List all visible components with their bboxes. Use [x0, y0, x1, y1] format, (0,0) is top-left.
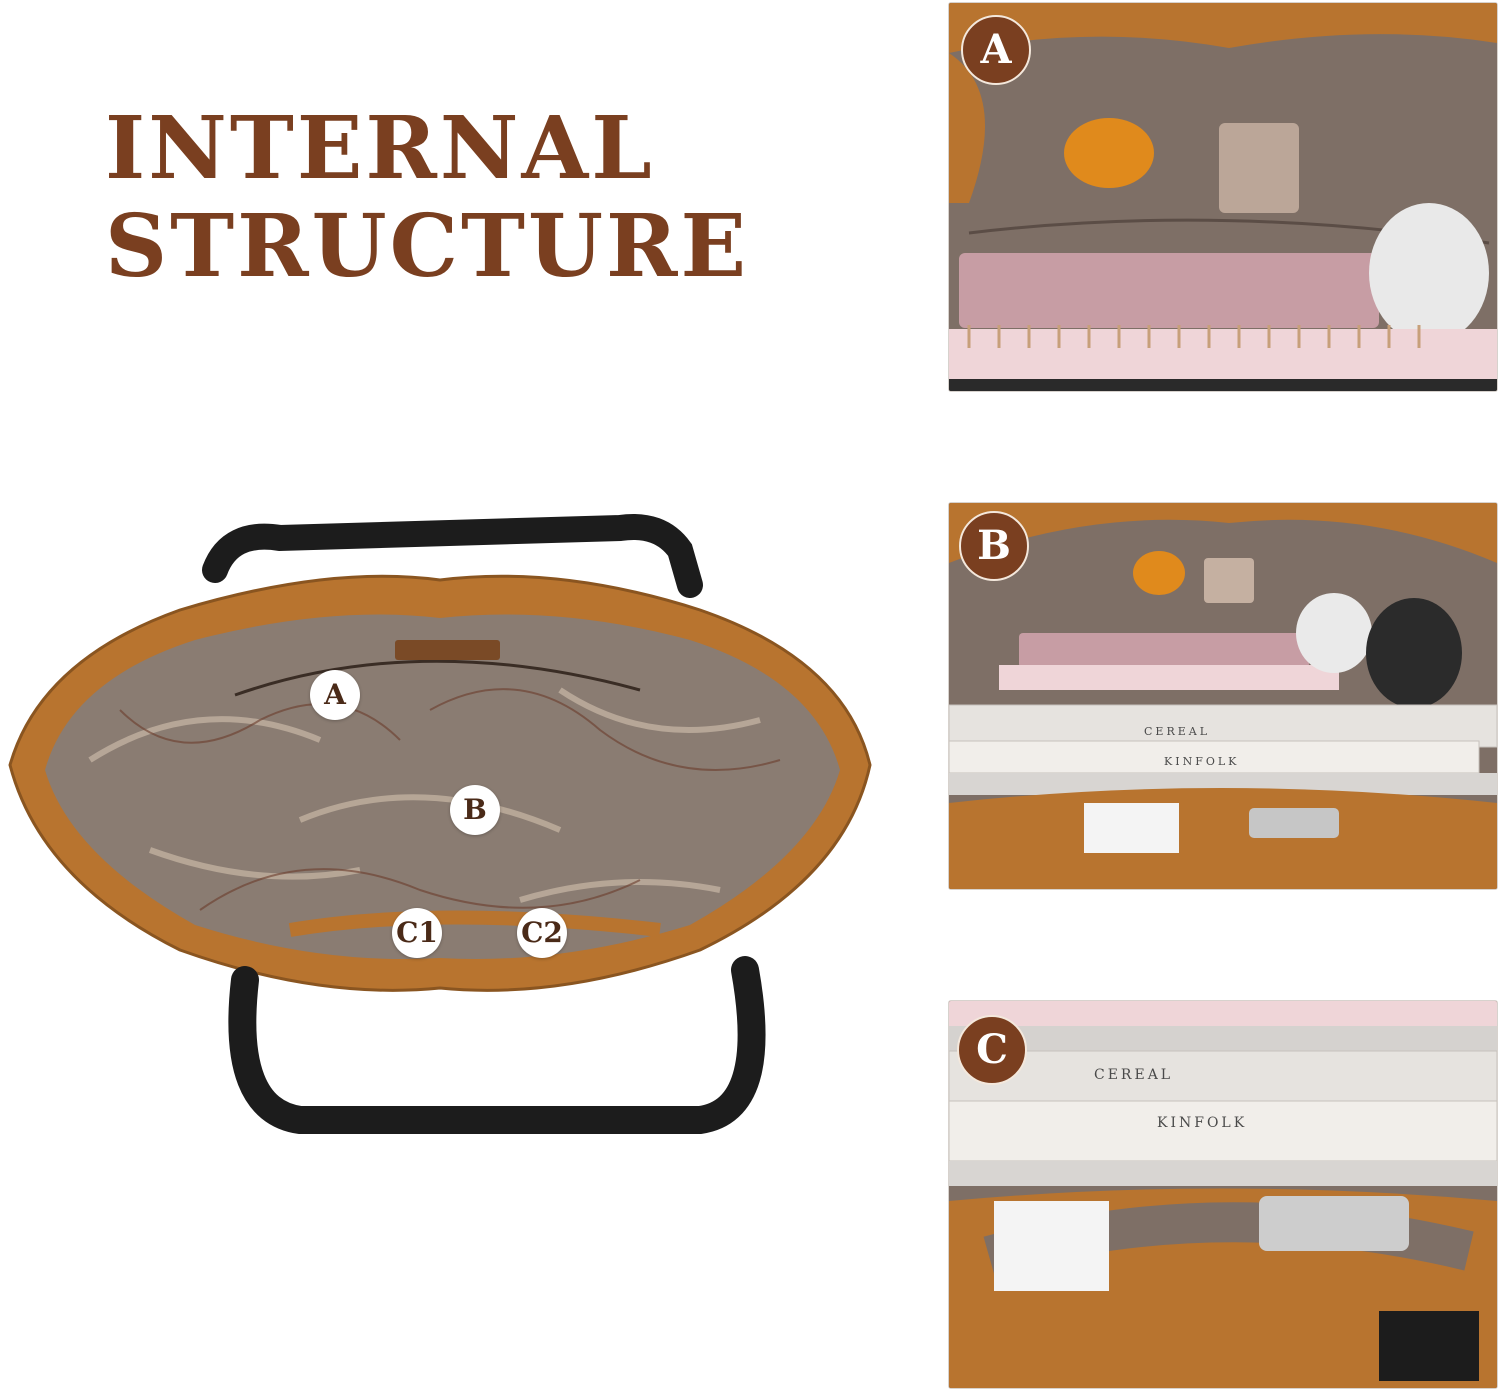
detail-panel-b: CEREAL KINFOLK B [948, 502, 1498, 890]
tote-bag-illustration [8, 514, 872, 1134]
main-compartment-photo [949, 503, 1497, 889]
jar-lid [1064, 118, 1154, 188]
callout-c1: C1 [392, 908, 442, 958]
back-strap [202, 514, 703, 598]
white-bottle [1369, 203, 1489, 343]
book-kinfolk: KINFOLK [1164, 755, 1240, 768]
panel-badge-a: A [961, 15, 1031, 85]
lining-pattern [88, 687, 761, 903]
panel-badge-c: C [957, 1015, 1027, 1085]
title-line-2: STRUCTURE [105, 196, 750, 297]
brand-tab [395, 640, 500, 660]
callout-c2: C2 [517, 908, 567, 958]
pocket-a-photo [949, 3, 1497, 391]
pink-wallet [959, 253, 1379, 328]
front-strap [228, 956, 766, 1134]
book-cereal: CEREAL [1094, 1067, 1174, 1083]
front-pockets-photo [949, 1001, 1497, 1388]
detail-panel-a: A [948, 2, 1498, 392]
title-line-1: INTERNAL [105, 98, 655, 199]
callout-a: A [310, 670, 360, 720]
book-kinfolk: KINFOLK [1157, 1115, 1248, 1131]
callout-b: B [450, 785, 500, 835]
page-title: INTERNAL STRUCTURE [105, 100, 749, 296]
tote-bag-interior-photo: A B C1 C2 [0, 510, 880, 1150]
perfume-bottle [1219, 123, 1299, 213]
front-pocket-edge [288, 910, 661, 937]
detail-panel-c: CEREAL KINFOLK C [948, 1000, 1498, 1389]
book-cereal: CEREAL [1144, 725, 1211, 738]
panel-badge-b: B [959, 511, 1029, 581]
zip-pocket-zipper [234, 659, 641, 697]
